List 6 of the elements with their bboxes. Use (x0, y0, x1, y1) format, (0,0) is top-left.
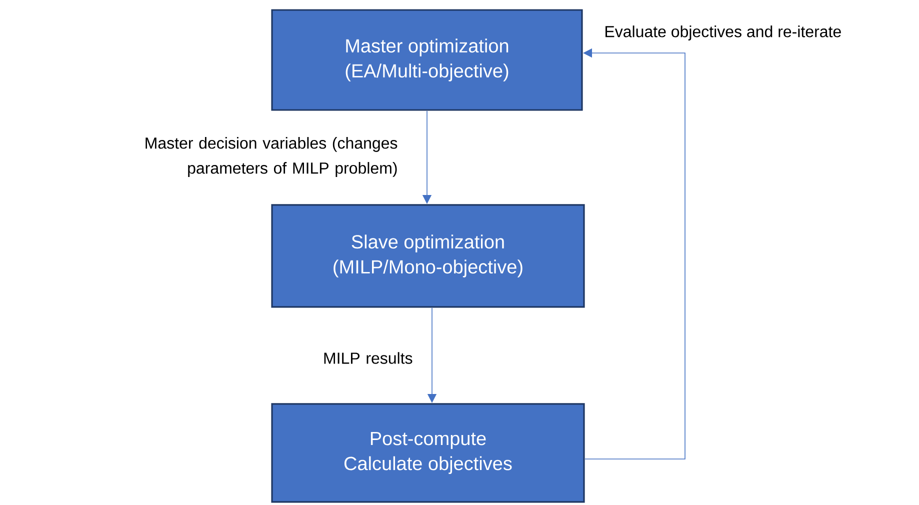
process-box: Slave optimization (MILP/Mono-objective) (271, 204, 585, 308)
edge-label: Master decision variables (changes parameters of MILP problem) (146, 137, 398, 177)
edge-label: Evaluate objectives and re-iterate (606, 26, 841, 40)
edge-label: MILP results (324, 352, 412, 364)
process-box: Master optimization (EA/Multi-objective) (271, 9, 583, 111)
process-box: Post-compute Calculate objectives (271, 403, 585, 503)
